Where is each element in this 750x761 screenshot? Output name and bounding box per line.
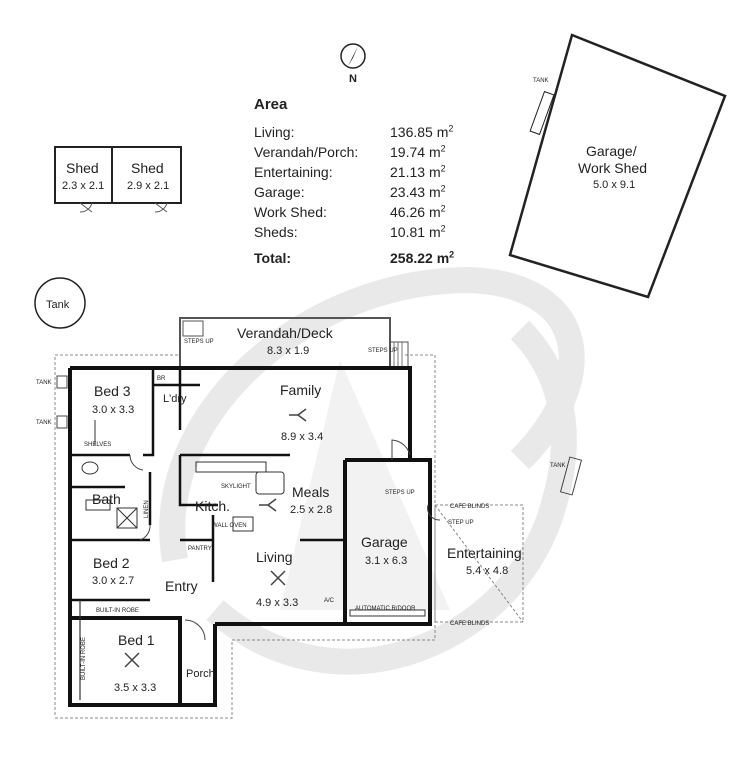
bath-name: Bath — [92, 491, 121, 507]
shed2-name: Shed — [131, 160, 164, 176]
room-labels: Verandah/Deck 8.3 x 1.9 Bed 3 3.0 x 3.3 … — [92, 325, 522, 694]
area-row-value: 46.26 m2 — [390, 203, 446, 220]
area-row: Sheds: 10.81 m2 — [254, 222, 484, 242]
skylight-label: SKYLIGHT — [221, 484, 251, 490]
small-labels: STEPS UP STEPS UP STEPS UP STEP UP TANK … — [36, 339, 566, 680]
shed-pair: Shed 2.3 x 2.1 Shed 2.9 x 2.1 — [54, 146, 182, 213]
bed1-name: Bed 1 — [118, 632, 155, 648]
living-size: 4.9 x 3.3 — [256, 597, 298, 609]
entertaining-size: 5.4 x 4.8 — [466, 565, 508, 577]
workshed-tank-label: TANK — [533, 78, 549, 84]
area-title: Area — [254, 96, 288, 113]
tank-circle: Tank — [34, 277, 86, 329]
area-row-label: Garage: — [254, 184, 305, 200]
area-row-value: 10.81 m2 — [390, 223, 446, 240]
living-name: Living — [256, 549, 293, 565]
watermark-logo — [159, 266, 585, 675]
bed2-size: 3.0 x 2.7 — [92, 575, 134, 587]
wall-oven-label: WALL OVEN — [212, 523, 247, 529]
area-row-label: Living: — [254, 124, 295, 140]
verandah-outline — [54, 354, 524, 719]
area-total-row: Total: 258.22 m2 — [254, 248, 484, 268]
tank-markers — [56, 375, 583, 496]
step-up-label: STEP UP — [448, 520, 474, 526]
area-row-label: Work Shed: — [254, 204, 327, 220]
entertaining-name: Entertaining — [447, 545, 522, 561]
bed2-name: Bed 2 — [93, 555, 130, 571]
porch-name: Porch — [186, 668, 215, 680]
pantry-label: PANTRY — [188, 546, 212, 552]
tank-circle-label: Tank — [46, 299, 70, 311]
bed1-size: 3.5 x 3.3 — [114, 682, 156, 694]
cafe-blinds-label-2: CAFE BLINDS — [450, 621, 489, 627]
area-row-value: 19.74 m2 — [390, 143, 446, 160]
area-rows: Living: 136.85 m2 Verandah/Porch: 19.74 m2 E… — [254, 122, 484, 242]
area-row: Living: 136.85 m2 — [254, 122, 484, 142]
area-row: Verandah/Porch: 19.74 m2 — [254, 142, 484, 162]
area-total-value: 258.22 m2 — [390, 249, 455, 266]
kitch-name: Kitch. — [195, 498, 230, 514]
meals-size: 2.5 x 2.8 — [290, 504, 332, 516]
linen-label: LINEN — [144, 500, 150, 518]
ldry-name: L'dry — [163, 393, 187, 405]
area-total-label: Total: — [254, 250, 292, 266]
area-table: Area Living: 136.85 m2 Verandah/Porch: 19.7… — [254, 96, 484, 268]
entry-name: Entry — [165, 578, 198, 594]
north-compass-icon: N — [340, 43, 366, 85]
area-row-value: 21.13 m2 — [390, 163, 446, 180]
tank-label-2: TANK — [36, 420, 52, 426]
area-row-label: Entertaining: — [254, 164, 333, 180]
work-shed: TANK Garage/ Work Shed 5.0 x 9.1 — [508, 33, 727, 299]
area-row: Entertaining: 21.13 m2 — [254, 162, 484, 182]
workshed-name1: Garage/ — [586, 143, 637, 159]
area-row-value: 23.43 m2 — [390, 183, 446, 200]
area-row-label: Verandah/Porch: — [254, 144, 359, 160]
verandah-name: Verandah/Deck — [237, 325, 334, 341]
tank-label-1: TANK — [36, 380, 52, 386]
tank-label-3: TANK — [550, 463, 566, 469]
area-row: Work Shed: 46.26 m2 — [254, 202, 484, 222]
doors — [129, 439, 441, 641]
shed1-name: Shed — [66, 160, 99, 176]
watermark-triangle — [280, 360, 450, 610]
ac-label: A/C — [324, 598, 335, 604]
shed1-size: 2.3 x 2.1 — [62, 180, 104, 192]
garage-name: Garage — [361, 534, 408, 550]
area-row-value: 136.85 m2 — [390, 123, 454, 140]
ceiling-fan-icon — [124, 408, 307, 668]
verandah-size: 8.3 x 1.9 — [267, 345, 309, 357]
auto-door-label: AUTOMATIC R/DOOR — [355, 606, 416, 612]
fixtures — [79, 420, 426, 700]
area-row-label: Sheds: — [254, 224, 298, 240]
workshed-size: 5.0 x 9.1 — [593, 179, 635, 191]
built-in-robe-label-2: BUILT-IN ROBE — [81, 637, 87, 680]
workshed-name2: Work Shed — [578, 160, 647, 176]
steps-up-label-3: STEPS UP — [385, 490, 415, 496]
area-row: Garage: 23.43 m2 — [254, 182, 484, 202]
built-in-robe-label-1: BUILT-IN ROBE — [96, 608, 139, 614]
family-size: 8.9 x 3.4 — [281, 431, 323, 443]
shelves-label: SHELVES — [84, 442, 111, 448]
steps-up-label-1: STEPS UP — [184, 339, 214, 345]
meals-name: Meals — [292, 484, 329, 500]
cafe-blinds-label-1: CAFE BLINDS — [450, 504, 489, 510]
interior-walls — [70, 368, 347, 624]
steps-up-label-2: STEPS UP — [368, 348, 398, 354]
bed3-name: Bed 3 — [94, 383, 131, 399]
bed3-size: 3.0 x 3.3 — [92, 404, 134, 416]
br-label: BR — [157, 376, 166, 382]
family-name: Family — [280, 382, 321, 398]
compass-label: N — [349, 73, 357, 85]
garage-size: 3.1 x 6.3 — [365, 555, 407, 567]
shed2-size: 2.9 x 2.1 — [127, 180, 169, 192]
